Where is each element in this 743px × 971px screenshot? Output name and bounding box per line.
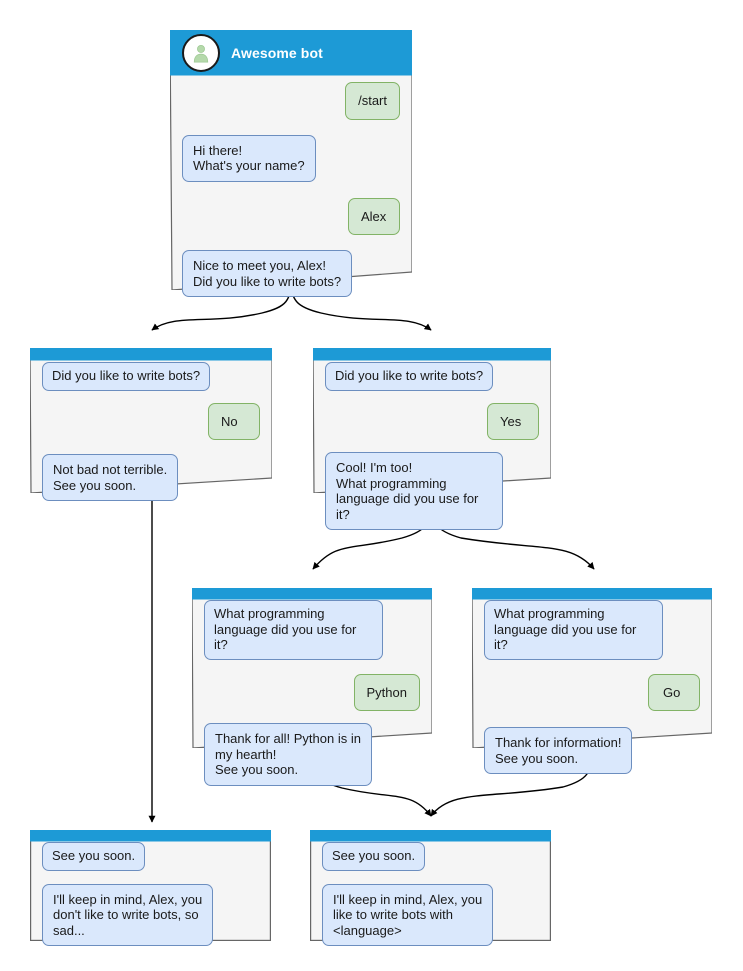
user-message-bubble[interactable]: No (208, 402, 260, 440)
node-end-yes[interactable]: See you soon. I'll keep in mind, Alex, y… (310, 830, 551, 946)
node-answer-no-messages: Did you like to write bots? No Not bad n… (30, 362, 272, 501)
message-row: Hi there! What's your name? (182, 134, 400, 182)
message-row: Thank for all! Python is in my hearth! S… (204, 723, 420, 786)
user-message-bubble[interactable]: /start (345, 82, 400, 120)
message-row: Not bad not terrible. See you soon. (42, 454, 260, 501)
node-start[interactable]: Awesome bot /start Hi there! What's your… (170, 30, 412, 297)
message-row: Thank for information! See you soon. (484, 727, 700, 774)
bot-message-bubble[interactable]: See you soon. (322, 842, 426, 871)
node-lang-go-messages: What programming language did you use fo… (472, 600, 712, 774)
node-answer-no[interactable]: Did you like to write bots? No Not bad n… (30, 348, 272, 501)
node-lang-python[interactable]: What programming language did you use fo… (192, 588, 432, 786)
user-message-bubble[interactable]: Alex (348, 197, 400, 235)
message-row: Yes (325, 402, 539, 440)
bot-message-bubble[interactable]: See you soon. (42, 842, 146, 871)
message-row: Did you like to write bots? (42, 362, 260, 391)
bot-message-bubble[interactable]: What programming language did you use fo… (204, 600, 384, 660)
bot-message-bubble[interactable]: Thank for information! See you soon. (484, 727, 633, 774)
node-lang-go[interactable]: What programming language did you use fo… (472, 588, 712, 774)
node-answer-yes-messages: Did you like to write bots? Yes Cool! I'… (313, 362, 551, 530)
node-answer-yes[interactable]: Did you like to write bots? Yes Cool! I'… (313, 348, 551, 530)
bot-message-bubble[interactable]: I'll keep in mind, Alex, you don't like … (42, 883, 214, 946)
message-row: See you soon. (42, 842, 259, 871)
node-start-messages: /start Hi there! What's your name? Alex … (170, 82, 412, 297)
message-row: Did you like to write bots? (325, 362, 539, 391)
node-lang-python-messages: What programming language did you use fo… (192, 600, 432, 786)
message-row: Go (484, 673, 700, 711)
bot-message-bubble[interactable]: Cool! I'm too! What programming language… (325, 452, 503, 530)
message-row: See you soon. (322, 842, 539, 871)
user-message-bubble[interactable]: Python (353, 673, 420, 711)
user-message-bubble[interactable]: Go (648, 673, 700, 711)
message-row: Cool! I'm too! What programming language… (325, 452, 539, 530)
bot-message-bubble[interactable]: I'll keep in mind, Alex, you like to wri… (322, 883, 494, 946)
bot-message-bubble[interactable]: Nice to meet you, Alex! Did you like to … (182, 250, 353, 297)
node-end-no[interactable]: See you soon. I'll keep in mind, Alex, y… (30, 830, 271, 946)
bot-message-bubble[interactable]: Did you like to write bots? (325, 362, 494, 391)
message-row: What programming language did you use fo… (204, 600, 420, 660)
message-row: No (42, 402, 260, 440)
message-row: Alex (182, 197, 400, 235)
message-row: Python (204, 673, 420, 711)
user-message-bubble[interactable]: Yes (487, 402, 539, 440)
node-end-yes-messages: See you soon. I'll keep in mind, Alex, y… (310, 842, 551, 946)
person-avatar-icon (182, 33, 220, 72)
message-row: What programming language did you use fo… (484, 600, 700, 660)
node-end-no-messages: See you soon. I'll keep in mind, Alex, y… (30, 842, 271, 946)
message-row: /start (182, 82, 400, 120)
node-start-title: Awesome bot (231, 44, 323, 61)
message-row: Nice to meet you, Alex! Did you like to … (182, 250, 400, 297)
bot-message-bubble[interactable]: Hi there! What's your name? (182, 134, 316, 182)
bot-message-bubble[interactable]: What programming language did you use fo… (484, 600, 664, 660)
bot-message-bubble[interactable]: Did you like to write bots? (42, 362, 211, 391)
node-start-titlebar: Awesome bot (170, 30, 412, 75)
bot-message-bubble[interactable]: Thank for all! Python is in my hearth! S… (204, 723, 372, 786)
bot-message-bubble[interactable]: Not bad not terrible. See you soon. (42, 454, 179, 501)
message-row: I'll keep in mind, Alex, you like to wri… (322, 883, 539, 946)
message-row: I'll keep in mind, Alex, you don't like … (42, 883, 259, 946)
